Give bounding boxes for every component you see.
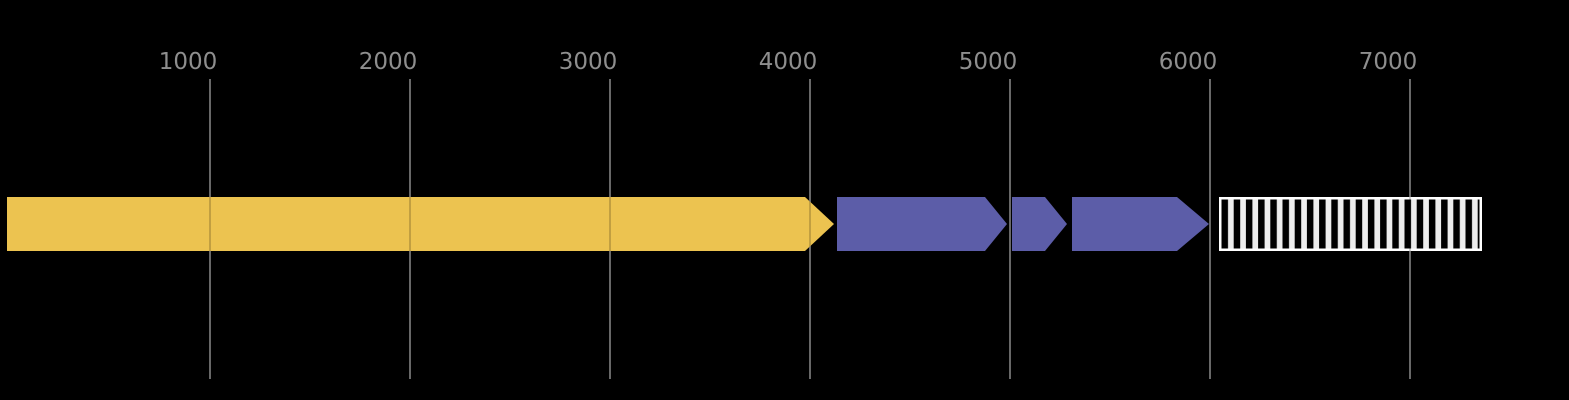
features-group: [7, 197, 1482, 251]
gridline-overlay-6000: [1209, 79, 1211, 379]
feature-arrow-2: [837, 197, 1007, 251]
feature-arrow-4: [1072, 197, 1209, 251]
feature-arrow-1: [7, 197, 834, 251]
tick-label-6000: 6000: [1158, 49, 1218, 75]
gridline-overlay-5000: [1009, 79, 1011, 379]
gridline-overlay-4000: [809, 79, 811, 379]
feature-arrow-3: [1012, 197, 1067, 251]
gridline-overlay-3000: [609, 79, 611, 379]
tick-label-1000: 1000: [158, 49, 218, 75]
tick-label-7000: 7000: [1358, 49, 1418, 75]
gridline-overlay-2000: [409, 79, 411, 379]
tick-label-2000: 2000: [358, 49, 418, 75]
feature-hatched-box-stripes: [1221, 199, 1480, 249]
gridline-overlay-7000: [1409, 79, 1411, 379]
tick-label-4000: 4000: [758, 49, 818, 75]
gridline-overlay-1000: [209, 79, 211, 379]
gridline-5000: [1009, 79, 1011, 379]
gridline-6000: [1209, 79, 1211, 379]
tick-label-3000: 3000: [558, 49, 618, 75]
tick-label-5000: 5000: [958, 49, 1018, 75]
